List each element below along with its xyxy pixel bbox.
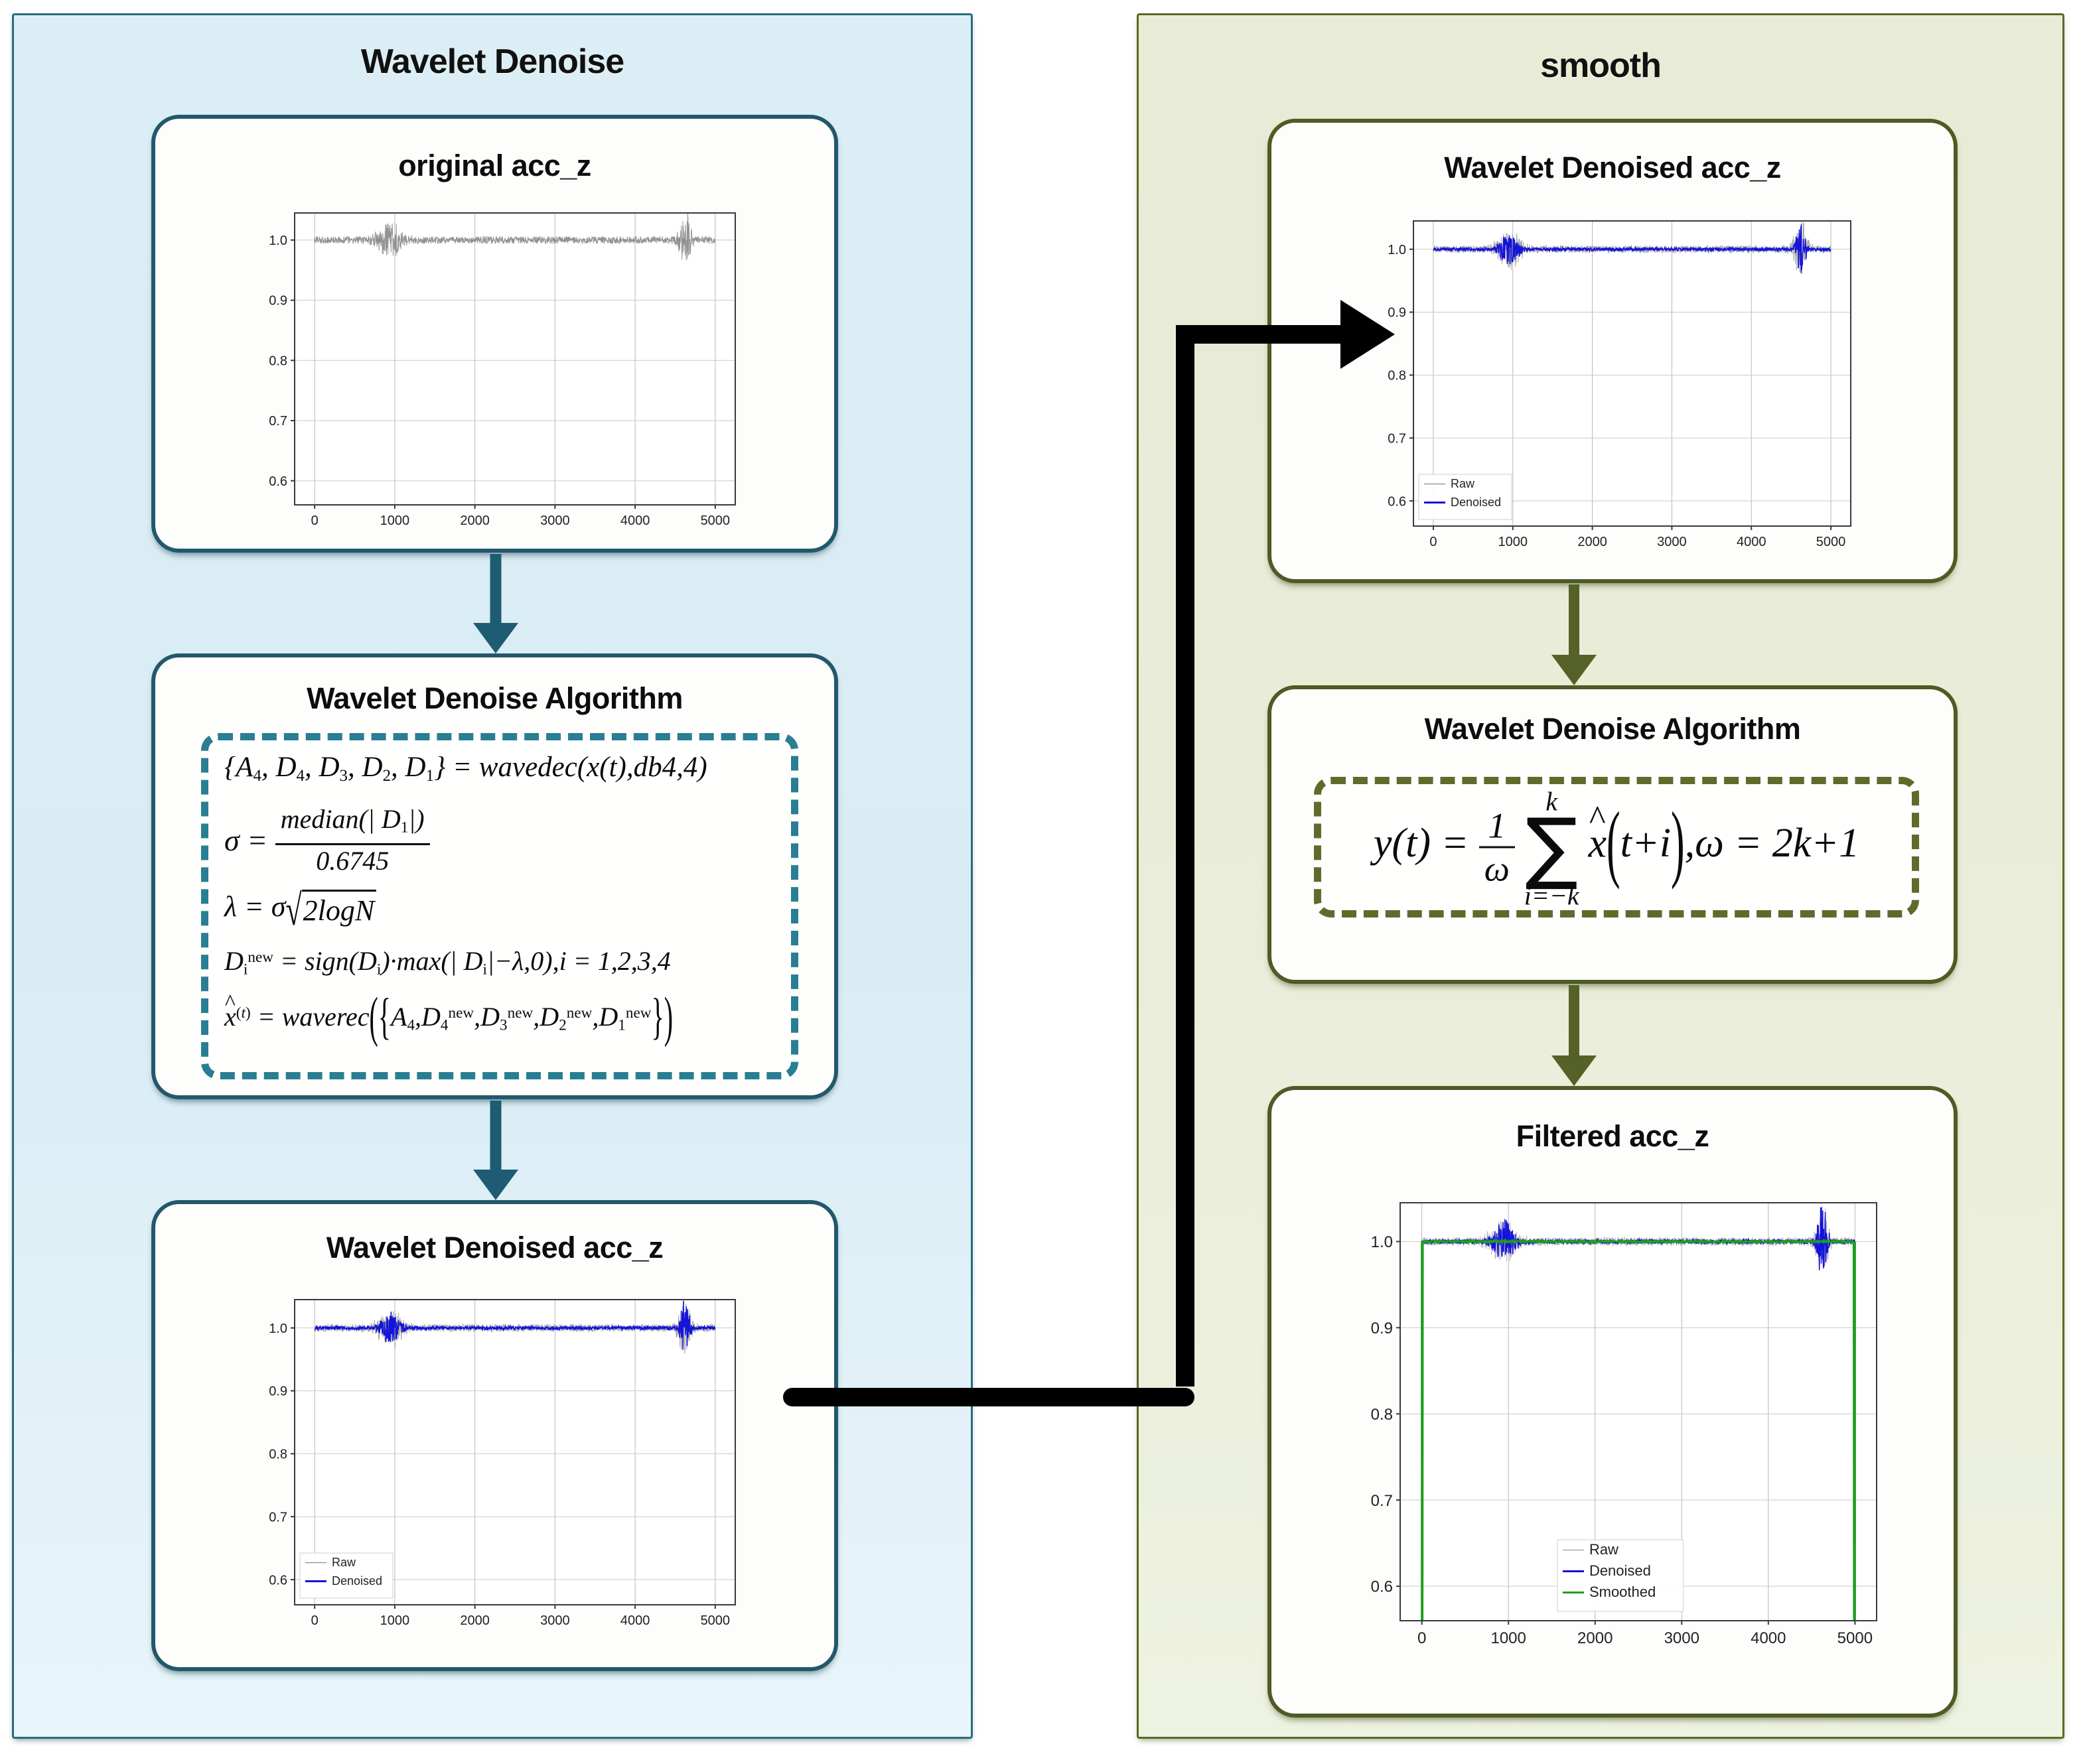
svg-text:Raw: Raw [332, 1556, 356, 1569]
card-wavelet-denoised-acc-z-left-title: Wavelet Denoised acc_z [326, 1231, 664, 1264]
formula-line-threshold: Dinew = sign(Di)·max(| Di|−λ,0),i = 1,2,… [224, 945, 671, 979]
connector-denoised-to-smooth [783, 292, 1395, 1406]
arrow-algorithm-to-denoised [473, 1101, 518, 1200]
svg-text:Denoised: Denoised [1589, 1562, 1651, 1579]
svg-text:0.8: 0.8 [269, 354, 287, 368]
svg-text:3000: 3000 [1664, 1629, 1699, 1647]
panel-wavelet-denoise: Wavelet Denoise original acc_z 0 1000 2000… [12, 13, 973, 1739]
series-denoised [1433, 224, 1832, 273]
svg-text:0.6: 0.6 [1388, 494, 1406, 509]
svg-text:5000: 5000 [1837, 1629, 1873, 1647]
formula-line-wavedec: {A4, D4, D3, D2, D1} = wavedec(x(t),db4,… [224, 752, 707, 785]
svg-text:Denoised: Denoised [332, 1574, 382, 1588]
svg-text:0: 0 [1417, 1629, 1426, 1647]
formula-line-waverec: ^x(t) = waverec({A4,D4new,D3new,D2new,D1… [224, 985, 674, 1048]
card-wavelet-denoise-algorithm: Wavelet Denoise Algorithm {A4, D4, D3, D… [151, 653, 838, 1099]
svg-text:2000: 2000 [1577, 1629, 1613, 1647]
svg-text:Raw: Raw [1589, 1541, 1618, 1558]
svg-text:4000: 4000 [1751, 1629, 1786, 1647]
svg-text:4000: 4000 [620, 1613, 650, 1628]
panel-smooth: smooth Wavelet Denoised acc_z 0 1000 2000 3… [1137, 13, 2064, 1739]
svg-text:1000: 1000 [380, 1613, 410, 1628]
formula-box-wavelet-denoise: {A4, D4, D3, D2, D1} = wavedec(x(t),db4,… [201, 733, 798, 1079]
svg-text:1.0: 1.0 [269, 1322, 287, 1336]
svg-text:0: 0 [311, 1613, 319, 1628]
series-denoised [314, 1300, 716, 1350]
svg-text:1.0: 1.0 [1388, 243, 1406, 257]
card-filtered-acc-z-title: Filtered acc_z [1516, 1119, 1709, 1153]
svg-text:0.8: 0.8 [1388, 369, 1406, 383]
connector-arrowhead [1340, 300, 1395, 369]
svg-text:4000: 4000 [1737, 535, 1766, 549]
svg-text:1000: 1000 [380, 513, 410, 528]
plot-svg: 0 1000 2000 3000 4000 5000 0.6 0.7 0.8 0.9 1.0 [269, 212, 736, 528]
formula-line-lambda: λ = σ√2logN [224, 886, 786, 935]
svg-text:0.8: 0.8 [1371, 1406, 1393, 1424]
chart-legend [1418, 474, 1512, 520]
svg-text:0.6: 0.6 [269, 1573, 287, 1588]
svg-text:0.7: 0.7 [269, 1510, 287, 1525]
svg-text:0.7: 0.7 [1371, 1492, 1393, 1510]
panel-wavelet-denoise-title: Wavelet Denoise [360, 42, 624, 81]
svg-text:0.9: 0.9 [269, 1385, 287, 1399]
svg-text:Smoothed: Smoothed [1589, 1584, 1656, 1600]
card-wavelet-denoised-acc-z-left: Wavelet Denoised acc_z 0 1000 2000 3000 4000… [151, 1200, 838, 1671]
chart-legend [299, 1552, 394, 1599]
card-wavelet-denoise-algorithm-title: Wavelet Denoise Algorithm [307, 681, 683, 715]
svg-text:0: 0 [1429, 535, 1437, 549]
svg-text:2000: 2000 [1577, 535, 1607, 549]
svg-text:0.7: 0.7 [269, 414, 287, 429]
arrow-original-to-algorithm [473, 554, 518, 653]
arrow-denoised-to-algorithm [1551, 584, 1597, 685]
svg-text:2000: 2000 [460, 513, 490, 528]
svg-text:Denoised: Denoised [1451, 496, 1501, 509]
arrow-algorithm-to-filtered [1551, 985, 1597, 1086]
card-original-acc-z-title: original acc_z [398, 149, 591, 182]
series-raw [314, 213, 716, 261]
chart-legend [1557, 1539, 1684, 1612]
card-smooth-algorithm-title: Wavelet Denoise Algorithm [1424, 712, 1801, 746]
svg-text:1.0: 1.0 [269, 234, 287, 248]
svg-text:0.7: 0.7 [1388, 431, 1406, 446]
series-smoothed [1421, 1237, 1855, 1622]
formula-line-sigma: σ = median(| D1|) 0.6745 [224, 803, 786, 877]
svg-text:2000: 2000 [460, 1613, 490, 1628]
chart-original-acc-z: 0 1000 2000 3000 4000 5000 0.6 0.7 0.8 0.9 1.0 [253, 205, 745, 537]
svg-text:0: 0 [311, 513, 319, 528]
plot-svg: 0 1000 2000 3000 4000 5000 0.6 0.7 0.8 0.9 1.0RawD… [1371, 1202, 1877, 1647]
svg-text:Raw: Raw [1451, 477, 1475, 490]
svg-text:0.8: 0.8 [269, 1448, 287, 1462]
card-wavelet-denoised-acc-z-right-title: Wavelet Denoised acc_z [1444, 151, 1781, 184]
svg-text:1000: 1000 [1490, 1629, 1526, 1647]
svg-text:3000: 3000 [540, 513, 570, 528]
svg-text:1.0: 1.0 [1371, 1233, 1393, 1251]
svg-text:0.9: 0.9 [269, 294, 287, 308]
svg-text:5000: 5000 [1816, 535, 1846, 549]
svg-text:3000: 3000 [1657, 535, 1687, 549]
panel-smooth-title: smooth [1540, 46, 1662, 85]
plot-svg: 0 1000 2000 3000 4000 5000 0.6 0.7 0.8 0.9 1.0RawD… [269, 1299, 736, 1628]
svg-text:1000: 1000 [1498, 535, 1528, 549]
svg-text:0.6: 0.6 [269, 474, 287, 489]
svg-text:4000: 4000 [620, 513, 650, 528]
svg-text:5000: 5000 [701, 1613, 731, 1628]
svg-text:5000: 5000 [701, 513, 731, 528]
svg-text:3000: 3000 [540, 1613, 570, 1628]
svg-text:0.6: 0.6 [1371, 1578, 1393, 1596]
svg-text:0.9: 0.9 [1371, 1320, 1393, 1337]
